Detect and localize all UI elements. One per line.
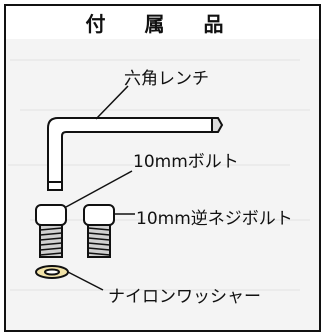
left-thread-bolt-label: 10mm逆ネジボルト — [136, 209, 293, 229]
washer-icon — [35, 265, 69, 279]
bolt-icon — [35, 204, 67, 258]
washer-leader — [67, 271, 104, 291]
hex-key-label: 六角レンチ — [124, 69, 209, 89]
washer-label: ナイロンワッシャー — [108, 287, 261, 307]
header-bar: 付 属 品 — [4, 4, 321, 41]
bolt-label: 10mmボルト — [133, 152, 239, 172]
leader-lines — [65, 85, 135, 291]
page-title: 付 属 品 — [85, 12, 240, 36]
bolt-leader — [65, 170, 133, 208]
hex-key-icon — [47, 117, 224, 191]
hex-key-leader — [95, 85, 129, 120]
left-thread-bolt-icon — [83, 204, 115, 258]
